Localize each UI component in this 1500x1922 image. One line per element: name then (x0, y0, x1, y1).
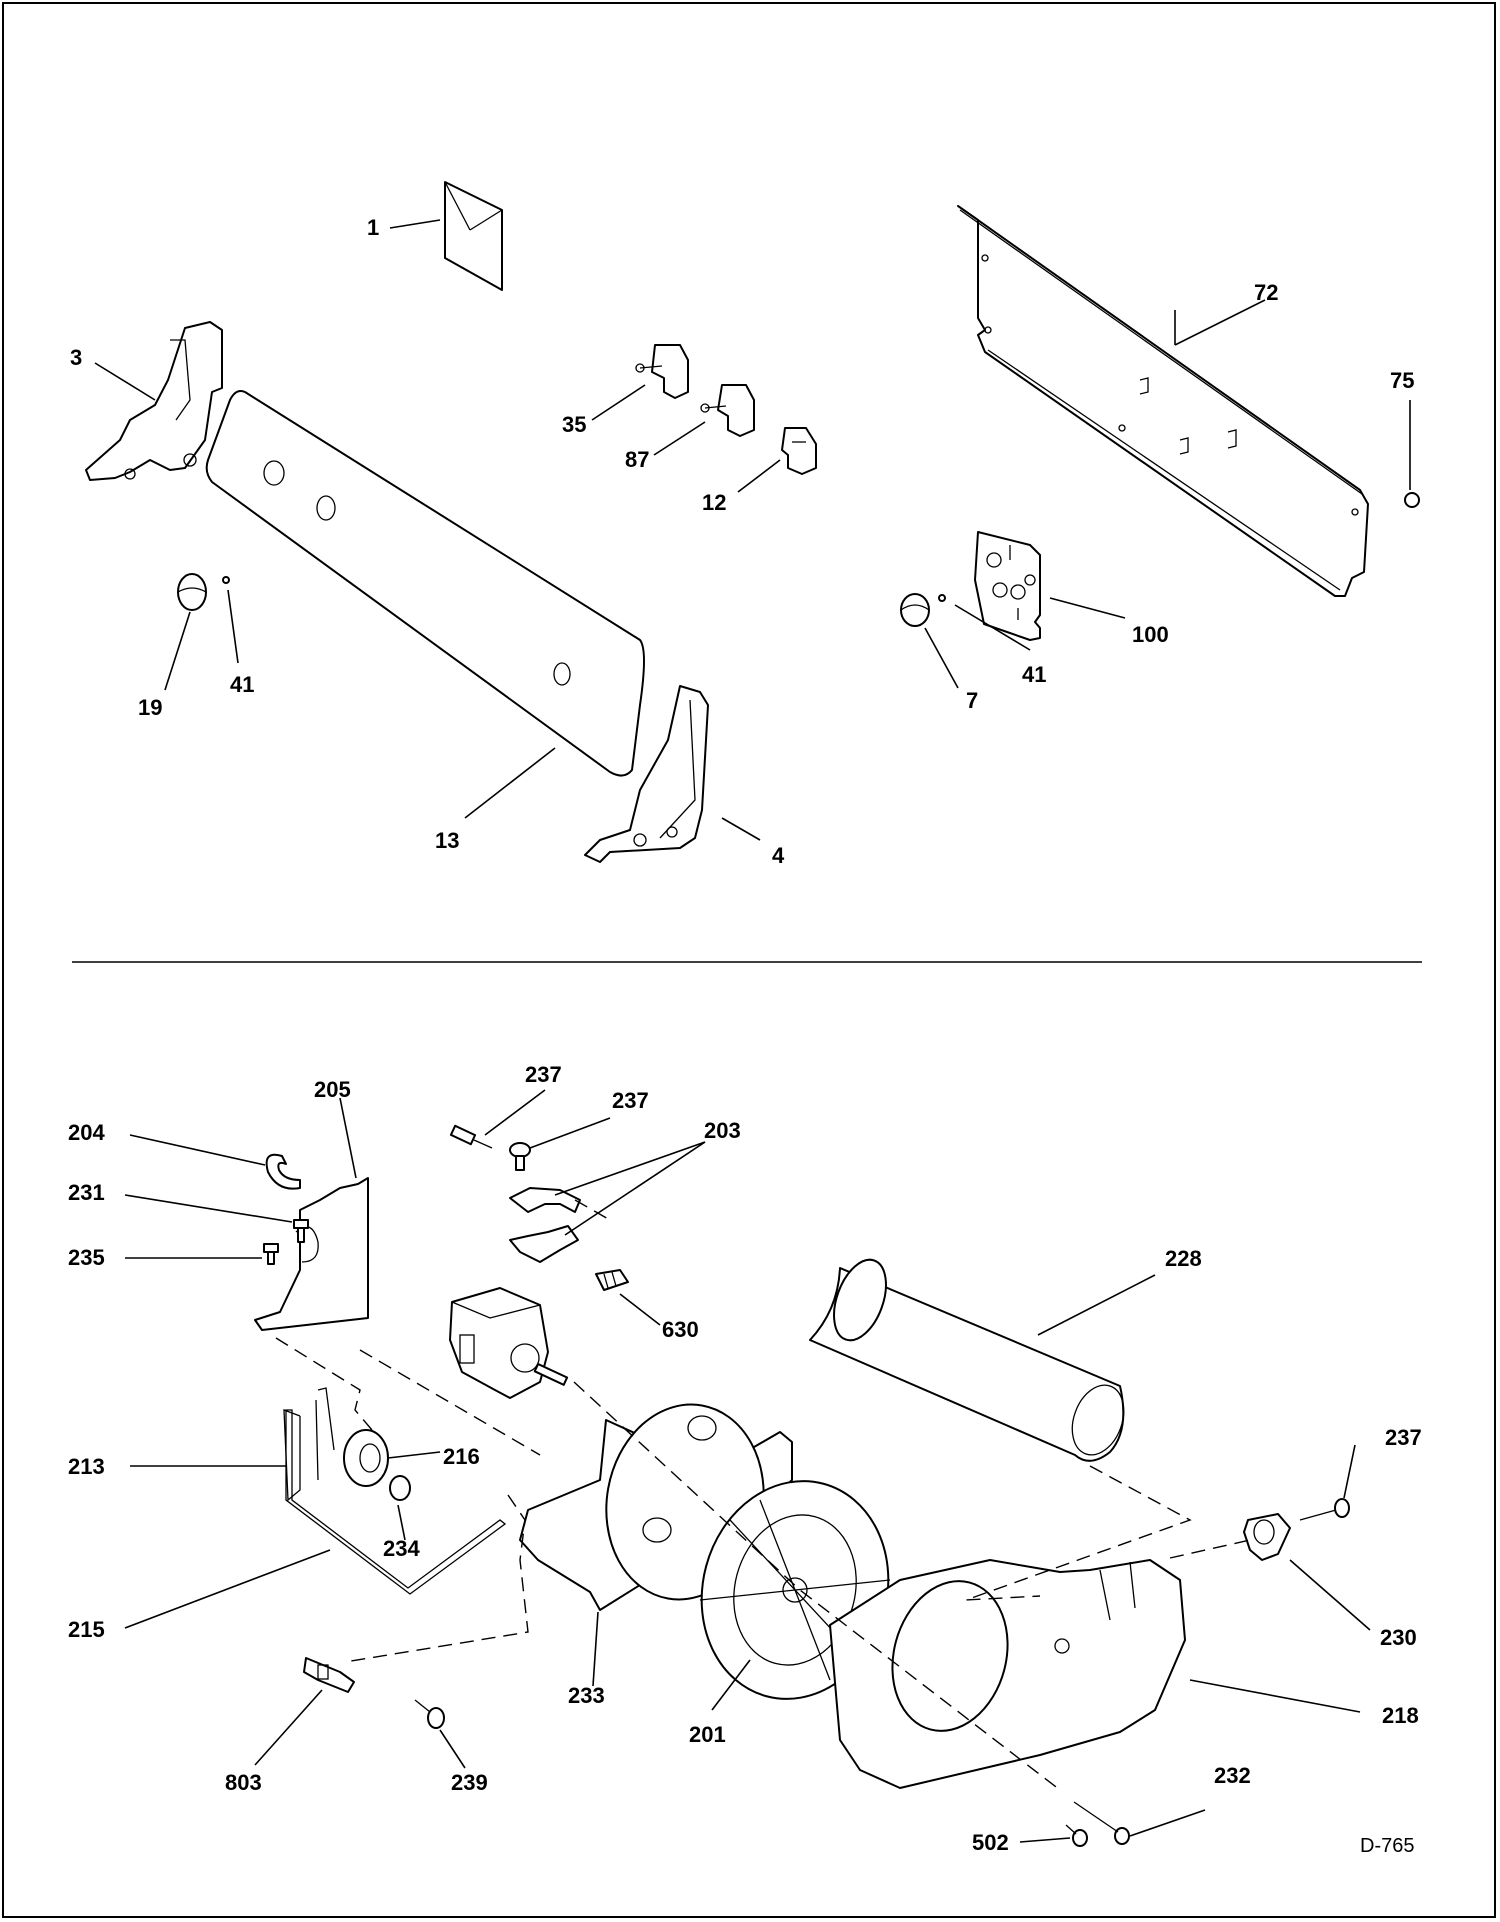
part-204-clamp (265, 1153, 301, 1190)
part-235-screw (263, 1243, 279, 1265)
part-218-blower-housing (829, 1559, 1186, 1789)
part-72-rear-panel (957, 205, 1369, 597)
callout-502: 502 (972, 1830, 1009, 1855)
part-231-screw (293, 1219, 309, 1243)
callout-201: 201 (689, 1722, 726, 1747)
callout-213: 213 (68, 1454, 105, 1479)
lower-leader-lines (124, 1089, 1371, 1843)
callout-19: 19 (138, 695, 162, 720)
callout-41-upper-left: 41 (230, 672, 254, 697)
callout-35: 35 (562, 412, 586, 437)
part-19-knob (177, 573, 207, 611)
diagram-code: D-765 (1360, 1835, 1414, 1857)
callout-232: 232 (1214, 1763, 1251, 1788)
callout-803: 803 (225, 1770, 262, 1795)
part-216-idler-pulley (343, 1429, 389, 1487)
part-7-knob (900, 593, 930, 627)
callout-labels: 1 3 72 75 35 87 12 19 41 100 41 7 13 4 2… (68, 215, 1422, 1857)
part-41-clip-right (938, 594, 946, 602)
part-228-exhaust-duct (809, 1258, 1125, 1462)
part-213-idler-arm (283, 1387, 335, 1502)
callout-204: 204 (68, 1120, 105, 1145)
callout-4: 4 (772, 843, 785, 868)
part-100-timer (974, 531, 1041, 641)
callout-234: 234 (383, 1536, 420, 1561)
callout-100: 100 (1132, 622, 1169, 647)
part-234-spacer (389, 1475, 411, 1501)
part-230-thermostat (1243, 1513, 1291, 1561)
callout-239: 239 (451, 1770, 488, 1795)
callout-237-b: 237 (612, 1088, 649, 1113)
callout-218: 218 (1382, 1703, 1419, 1728)
part-215-idler-spring (285, 1409, 507, 1595)
callout-87: 87 (625, 447, 649, 472)
part-4-right-endcap (584, 685, 709, 863)
part-239-screw (414, 1699, 445, 1729)
callout-215: 215 (68, 1617, 105, 1642)
callout-237-c: 237 (1385, 1425, 1422, 1450)
callout-630: 630 (662, 1317, 699, 1342)
part-87-switch (700, 384, 755, 437)
callout-1: 1 (367, 215, 379, 240)
part-75-plug (1404, 492, 1420, 508)
callout-41-upper-right: 41 (1022, 662, 1046, 687)
callout-237-a: 237 (525, 1062, 562, 1087)
part-803-switch (303, 1657, 355, 1693)
part-630-connector (595, 1269, 629, 1291)
callout-233: 233 (568, 1683, 605, 1708)
callout-12: 12 (702, 490, 726, 515)
part-237-screw-c (1299, 1498, 1350, 1521)
part-1-instruction-sheet (444, 181, 503, 291)
callout-228: 228 (1165, 1246, 1202, 1271)
callout-13: 13 (435, 828, 459, 853)
part-502-screw (1065, 1824, 1088, 1847)
callout-231: 231 (68, 1180, 105, 1205)
part-13-control-panel (205, 390, 645, 777)
callout-203: 203 (704, 1118, 741, 1143)
part-12-bracket (781, 427, 817, 475)
upper-leader-lines (94, 219, 1411, 841)
callout-3: 3 (70, 345, 82, 370)
part-3-left-endcap (85, 321, 223, 481)
part-232-bolt (1073, 1801, 1130, 1845)
callout-7: 7 (966, 688, 978, 713)
callout-230: 230 (1380, 1625, 1417, 1650)
part-203-motor-clamps (509, 1187, 581, 1263)
part-41-clip-left (222, 576, 230, 584)
callout-72: 72 (1254, 280, 1278, 305)
callout-235: 235 (68, 1245, 105, 1270)
part-35-switch (635, 344, 689, 399)
part-237-screw-a (449, 1124, 493, 1149)
callout-216: 216 (443, 1444, 480, 1469)
callout-205: 205 (314, 1077, 351, 1102)
part-237-screw-b (509, 1142, 531, 1171)
assembly-dashed-lines (275, 1199, 1251, 1791)
drive-motor (449, 1287, 569, 1399)
callout-75: 75 (1390, 368, 1414, 393)
